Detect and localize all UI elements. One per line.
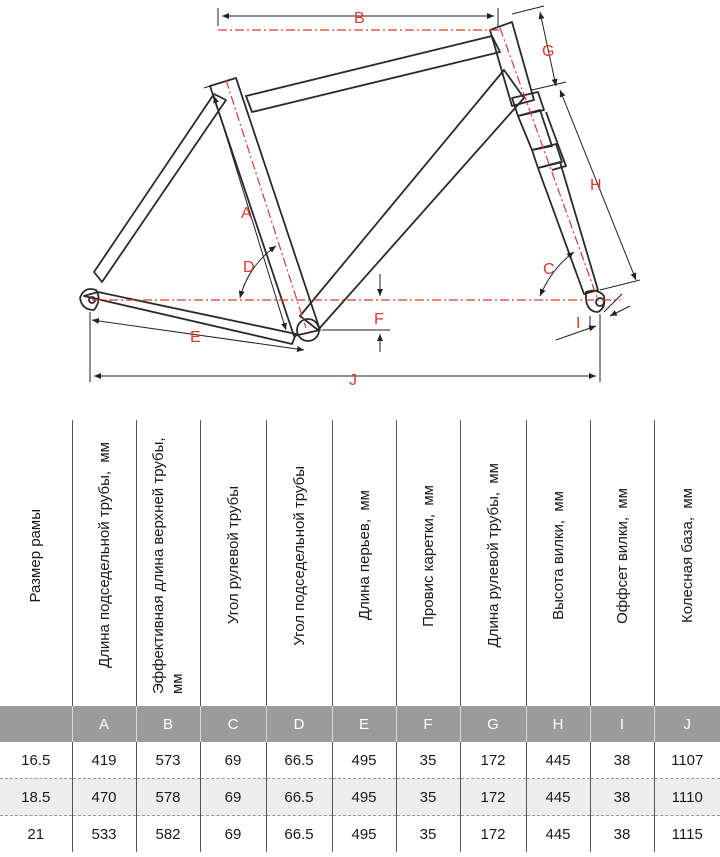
table-cell: 69	[199, 815, 266, 852]
table-cell: 445	[525, 778, 590, 816]
table-cell: 445	[525, 742, 590, 779]
dimension-label-j: J	[349, 372, 357, 389]
dimension-label-d: D	[243, 259, 255, 276]
bike-frame	[79, 21, 606, 345]
table-letter-row: A B C D E F G H I J	[0, 706, 720, 742]
geometry-table: Размер рамы Длина подседельной трубы, мм…	[0, 420, 720, 852]
dimension-label-e: E	[190, 329, 201, 346]
letter-cell	[0, 706, 72, 742]
letter-cell: C	[199, 706, 266, 742]
table-cell: 16.5	[21, 751, 51, 769]
table-cell: 66.5	[265, 778, 332, 816]
header-cell: Длина перьев, мм	[331, 420, 396, 706]
table-cell: 35	[395, 778, 460, 816]
dimension-label-f: F	[374, 311, 384, 328]
header-cell: Размер рамы	[27, 508, 45, 603]
letter-cell: H	[525, 706, 590, 742]
table-cell: 38	[589, 742, 654, 779]
table-cell: 445	[525, 815, 590, 852]
table-cell: 573	[135, 742, 200, 779]
dimension-label-a: A	[241, 205, 252, 222]
dimension-label-c: C	[543, 261, 555, 278]
table-row: 18.5 470 578 69 66.5 495 35 172 445 38 1…	[0, 778, 720, 816]
dimension-label-h: H	[590, 177, 602, 194]
table-cell: 66.5	[265, 742, 332, 779]
header-cell: Угол рулевой трубы	[199, 420, 266, 706]
table-cell: 495	[331, 778, 396, 816]
table-cell: 69	[199, 742, 266, 779]
table-header-row: Размер рамы Длина подседельной трубы, мм…	[0, 420, 720, 706]
table-cell: 419	[71, 742, 136, 779]
letter-cell: J	[653, 706, 720, 742]
fork-lower	[545, 111, 567, 171]
letter-cell: G	[459, 706, 526, 742]
seat-stay	[93, 93, 227, 283]
top-tube	[245, 35, 501, 113]
table-cell: 495	[331, 815, 396, 852]
table-cell: 69	[199, 778, 266, 816]
table-cell: 578	[135, 778, 200, 816]
header-cell: Длина рулевой трубы, мм	[459, 420, 526, 706]
table-cell: 172	[459, 815, 526, 852]
table-row: 16.5 419 573 69 66.5 495 35 172 445 38 1…	[0, 742, 720, 779]
table-cell: 66.5	[265, 815, 332, 852]
table-cell: 35	[395, 742, 460, 779]
head-tube	[489, 21, 535, 107]
letter-cell: E	[331, 706, 396, 742]
letter-cell: B	[135, 706, 200, 742]
table-cell: 38	[589, 778, 654, 816]
letter-cell: I	[589, 706, 654, 742]
header-cell: Эффективная длина верхней трубы, мм	[135, 420, 200, 706]
header-cell: Колесная база, мм	[653, 420, 720, 706]
letter-cell: D	[265, 706, 332, 742]
table-cell: 35	[395, 815, 460, 852]
fork-dropout	[585, 289, 606, 313]
table-cell: 533	[71, 815, 136, 852]
table-cell: 172	[459, 778, 526, 816]
table-cell: 1115	[653, 815, 720, 852]
down-tube	[299, 69, 525, 331]
frame-geometry-diagram: B G A H D C F I E J	[79, 5, 641, 389]
dimension-label-i: I	[576, 315, 580, 332]
table-cell: 21	[0, 815, 72, 852]
table-cell: 1107	[653, 742, 720, 779]
table-cell: 18.5	[0, 778, 72, 816]
table-cell: 1110	[653, 778, 720, 816]
table-cell: 172	[459, 742, 526, 779]
header-cell: Длина подседельной трубы, мм	[71, 420, 136, 706]
header-cell: Провис каретки, мм	[395, 420, 460, 706]
dimension-label-g: G	[542, 43, 554, 60]
table-cell: 470	[71, 778, 136, 816]
table-cell: 495	[331, 742, 396, 779]
dimension-lines	[89, 5, 641, 382]
letter-cell: A	[71, 706, 136, 742]
headset-upper	[511, 91, 545, 117]
dimension-label-b: B	[354, 10, 365, 27]
letter-cell: F	[395, 706, 460, 742]
header-cell: Угол подседельной трубы	[265, 420, 332, 706]
table-cell: 38	[589, 815, 654, 852]
seat-tube	[209, 77, 321, 337]
fork-steerer	[517, 109, 553, 151]
table-row: 21 533 582 69 66.5 495 35 172 445 38 111…	[0, 815, 720, 852]
header-cell: Оффсет вилки, мм	[589, 420, 654, 706]
header-cell: Высота вилки, мм	[525, 420, 590, 706]
table-cell: 582	[135, 815, 200, 852]
